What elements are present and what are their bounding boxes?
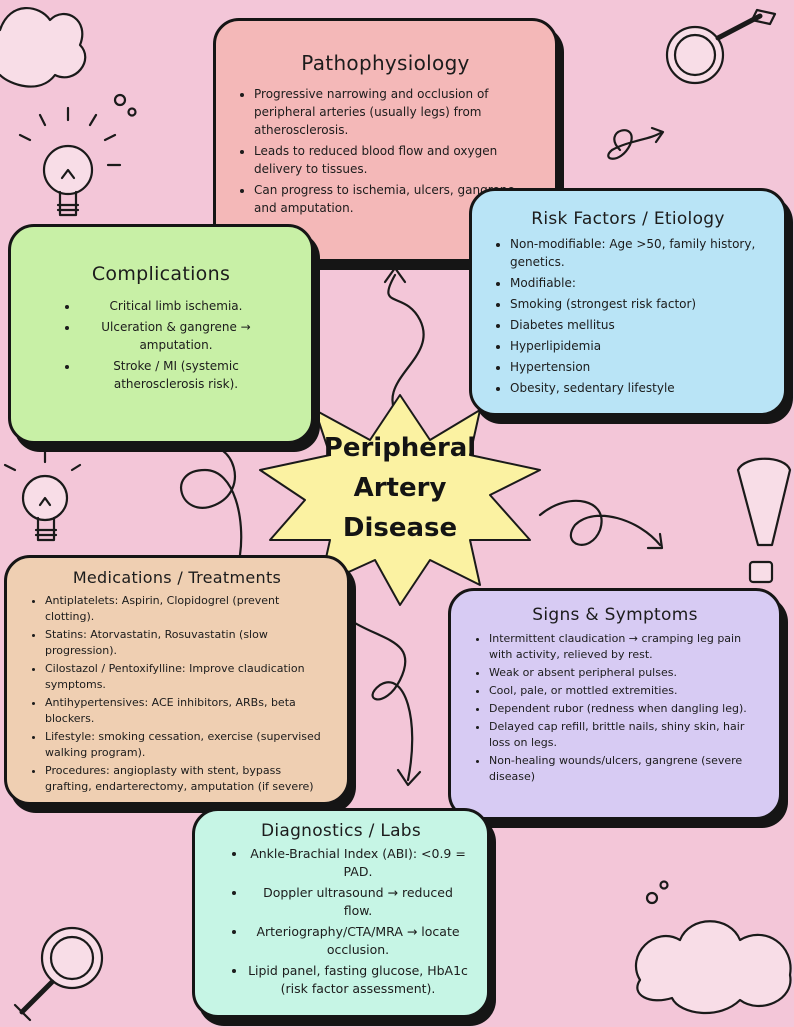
list-item: Ankle-Brachial Index (ABI): <0.9 = PAD. (247, 845, 469, 881)
list-item: Leads to reduced blood flow and oxygen d… (254, 142, 537, 178)
swirl-arrow-icon (607, 129, 664, 160)
cloud-icon (0, 7, 137, 117)
exclamation-icon (736, 457, 792, 584)
magnifier-icon (665, 8, 777, 85)
risk-factors-card: Risk Factors / Etiology Non-modifiable: … (469, 188, 787, 416)
diagnostics-card: Diagnostics / Labs Ankle-Brachial Index … (192, 808, 490, 1018)
medications-card: Medications / Treatments Antiplatelets: … (4, 555, 350, 805)
magnifier-icon (13, 926, 104, 1022)
medications-list: Antiplatelets: Aspirin, Clopidogrel (pre… (25, 593, 329, 795)
connector-arrow-icon (387, 273, 425, 422)
list-item: Doppler ultrasound → reduced flow. (247, 884, 469, 920)
connector-arrow-icon (538, 499, 662, 547)
list-item: Obesity, sedentary lifestyle (510, 379, 766, 397)
list-item: Ulceration & gangrene → amputation. (79, 318, 273, 354)
list-item: Modifiable: (510, 274, 766, 292)
center-title: Peripheral Artery Disease (300, 428, 500, 548)
list-item: Arteriography/CTA/MRA → locate occlusion… (247, 923, 469, 959)
list-item: Progressive narrowing and occlusion of p… (254, 85, 537, 139)
complications-list: Critical limb ischemia. Ulceration & gan… (29, 297, 293, 393)
list-item: Diabetes mellitus (510, 316, 766, 334)
diagnostics-title: Diagnostics / Labs (260, 821, 422, 841)
list-item: Antiplatelets: Aspirin, Clopidogrel (pre… (45, 593, 329, 625)
list-item: Statins: Atorvastatin, Rosuvastatin (slo… (45, 627, 329, 659)
list-item: Intermittent claudication → cramping leg… (489, 631, 761, 663)
connector-arrow-icon (180, 443, 243, 557)
pathophysiology-card: Pathophysiology Progressive narrowing an… (213, 18, 558, 262)
lightbulb-icon (3, 450, 82, 542)
list-item: Stroke / MI (systemic atherosclerosis ri… (79, 357, 273, 393)
list-item: Critical limb ischemia. (79, 297, 273, 315)
list-item: Procedures: angioplasty with stent, bypa… (45, 763, 329, 795)
center-title-line3: Disease (342, 513, 458, 543)
list-item: Antihypertensives: ACE inhibitors, ARBs,… (45, 695, 329, 727)
complications-card: Complications Critical limb ischemia. Ul… (8, 224, 314, 444)
signs-symptoms-list: Intermittent claudication → cramping leg… (469, 631, 761, 785)
lightbulb-icon (18, 106, 122, 217)
center-title-line1: Peripheral (323, 433, 477, 463)
risk-factors-list: Non-modifiable: Age >50, family history,… (490, 235, 766, 397)
list-item: Non-healing wounds/ulcers, gangrene (sev… (489, 753, 761, 785)
diagnostics-list: Ankle-Brachial Index (ABI): <0.9 = PAD. … (213, 845, 469, 998)
list-item: Delayed cap refill, brittle nails, shiny… (489, 719, 761, 751)
signs-symptoms-card: Signs & Symptoms Intermittent claudicati… (448, 588, 782, 820)
list-item: Lipid panel, fasting glucose, HbA1c (ris… (247, 962, 469, 998)
list-item: Can progress to ischemia, ulcers, gangre… (254, 181, 537, 217)
list-item: Cilostazol / Pentoxifylline: Improve cla… (45, 661, 329, 693)
signs-symptoms-title: Signs & Symptoms (532, 605, 698, 625)
connector-arrow-icon (348, 618, 414, 782)
list-item: Dependent rubor (redness when dangling l… (489, 701, 761, 717)
medications-title: Medications / Treatments (72, 568, 282, 587)
pathophysiology-list: Progressive narrowing and occlusion of p… (234, 85, 537, 217)
list-item: Hyperlipidemia (510, 337, 766, 355)
list-item: Cool, pale, or mottled extremities. (489, 683, 761, 699)
risk-factors-title: Risk Factors / Etiology (531, 209, 725, 229)
list-item: Hypertension (510, 358, 766, 376)
complications-title: Complications (91, 263, 231, 285)
list-item: Lifestyle: smoking cessation, exercise (… (45, 729, 329, 761)
center-title-line2: Artery (353, 473, 447, 503)
cloud-icon (634, 880, 792, 1014)
pathophysiology-title: Pathophysiology (301, 51, 470, 75)
list-item: Weak or absent peripheral pulses. (489, 665, 761, 681)
list-item: Smoking (strongest risk factor) (510, 295, 766, 313)
list-item: Non-modifiable: Age >50, family history,… (510, 235, 766, 271)
